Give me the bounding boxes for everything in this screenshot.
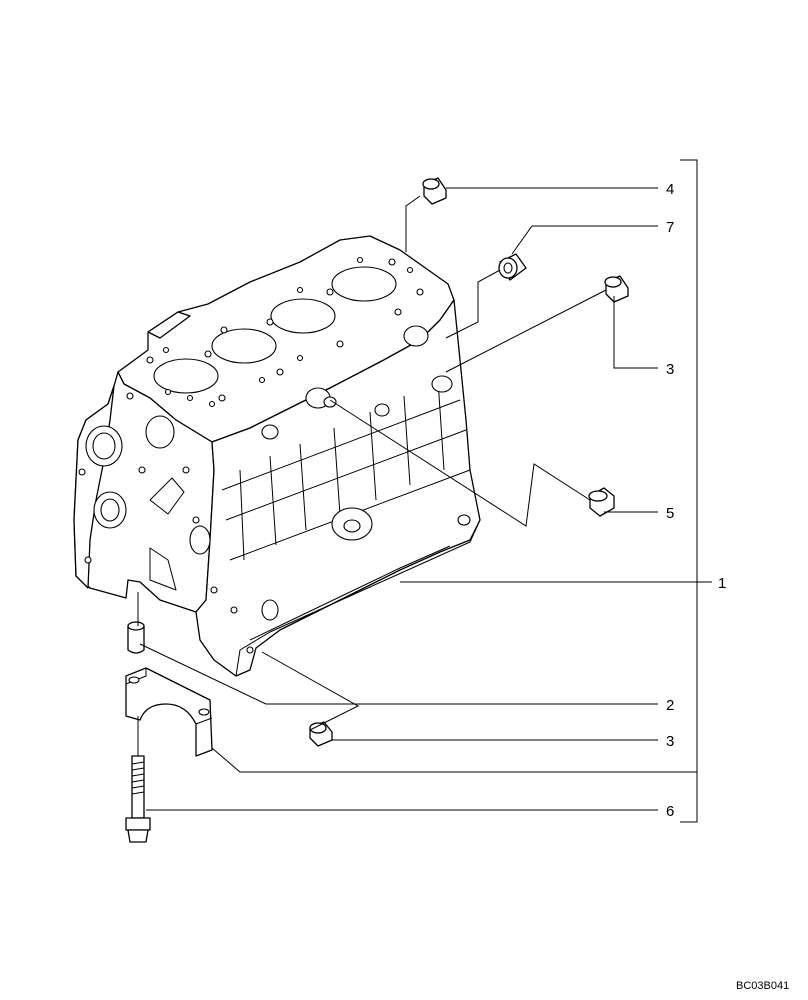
callout-4: 4 [666, 181, 674, 198]
callout-2: 2 [666, 697, 674, 714]
part-2-dowel [127, 621, 145, 654]
part-5-plug [588, 487, 615, 517]
callout-1: 1 [718, 575, 726, 592]
assembly-bracket [680, 159, 698, 823]
part-6-bolt [125, 755, 151, 843]
main-bearing-cap [125, 667, 213, 757]
deck-bolt-holes [146, 256, 424, 408]
leader-lines [137, 187, 712, 811]
part-7-bushing [498, 253, 527, 281]
callout-3-lower: 3 [666, 733, 674, 750]
callout-5: 5 [666, 505, 674, 522]
drawing-code: BC03B041 [736, 980, 789, 992]
callout-6: 6 [666, 803, 674, 820]
cylinder-block [73, 235, 481, 677]
callout-3-upper: 3 [666, 361, 674, 378]
part-4-plug [422, 177, 447, 205]
callout-7: 7 [666, 219, 674, 236]
callout-labels: 4 7 3 5 1 2 3 6 [666, 181, 726, 820]
part-3-plug-upper [604, 275, 629, 303]
part-3-plug-lower [309, 721, 333, 747]
